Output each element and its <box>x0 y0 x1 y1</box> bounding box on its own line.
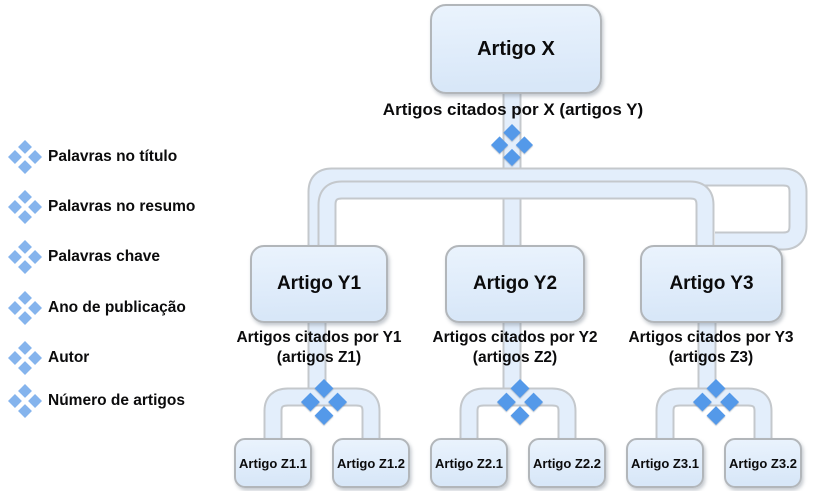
diamond-cluster-icon <box>8 190 42 224</box>
branch-caption-line: Artigos citados por Y2 <box>432 329 598 346</box>
node-artigo-y1: Artigo Y1 <box>250 245 388 323</box>
branch2-caption: Artigos citados por Y2 (artigos Z2) <box>395 328 635 367</box>
legend-item: Número de artigos <box>8 384 185 418</box>
node-artigo-z3-1: Artigo Z3.1 <box>626 438 704 488</box>
diamond-cluster-icon <box>497 379 543 425</box>
connector-bracket1 <box>265 389 379 444</box>
branch-caption-line: (artigos Z3) <box>668 348 754 366</box>
diamond-cluster-icon <box>8 140 42 174</box>
branch-caption-line: Artigos citados por Y1 <box>236 329 402 346</box>
node-artigo-z1-1: Artigo Z1.1 <box>234 438 312 488</box>
node-artigo-z1-2: Artigo Z1.2 <box>332 438 410 488</box>
legend-item: Palavras no resumo <box>8 190 195 224</box>
legend-item-label: Número de artigos <box>48 392 185 409</box>
legend-item: Palavras no título <box>8 140 177 174</box>
branch-caption-line: Artigos citados por Y3 <box>628 329 794 346</box>
diamond-cluster-icon <box>8 384 42 418</box>
diamond-cluster-icon <box>8 240 42 274</box>
connector-bridge-inner <box>319 182 713 256</box>
legend-item-label: Palavras chave <box>48 248 161 265</box>
connector-bracket3 <box>657 389 771 444</box>
branch1-caption: Artigos citados por Y1 (artigos Z1) <box>199 328 439 367</box>
branch-caption-line: (artigos Z1) <box>276 348 362 366</box>
legend-item-label: Palavras no resumo <box>48 198 196 215</box>
connector-bridge-outer <box>309 169 806 256</box>
diamond-cluster-icon <box>8 341 42 375</box>
node-artigo-y3: Artigo Y3 <box>640 245 783 323</box>
branch3-caption: Artigos citados por Y3 (artigos Z3) <box>591 328 830 367</box>
branch-caption-line: (artigos Z2) <box>472 348 558 366</box>
diamond-cluster-icon <box>301 379 347 425</box>
legend-item: Ano de publicação <box>8 291 186 325</box>
diamond-cluster-icon <box>8 291 42 325</box>
diamond-cluster-icon <box>491 124 533 166</box>
legend-item-label: Autor <box>48 349 90 366</box>
legend-item-label: Ano de publicação <box>48 299 186 316</box>
node-artigo-z3-2: Artigo Z3.2 <box>724 438 802 488</box>
legend-item: Autor <box>8 341 89 375</box>
node-artigo-z2-1: Artigo Z2.1 <box>430 438 508 488</box>
legend-item: Palavras chave <box>8 240 160 274</box>
root-caption: Artigos citados por X (artigos Y) <box>382 100 644 119</box>
legend-item-label: Palavras no título <box>48 148 178 165</box>
node-artigo-x: Artigo X <box>430 4 602 94</box>
connector-bracket2 <box>461 389 575 444</box>
node-artigo-y2: Artigo Y2 <box>445 245 585 323</box>
diamond-cluster-icon <box>693 379 739 425</box>
node-artigo-z2-2: Artigo Z2.2 <box>528 438 606 488</box>
